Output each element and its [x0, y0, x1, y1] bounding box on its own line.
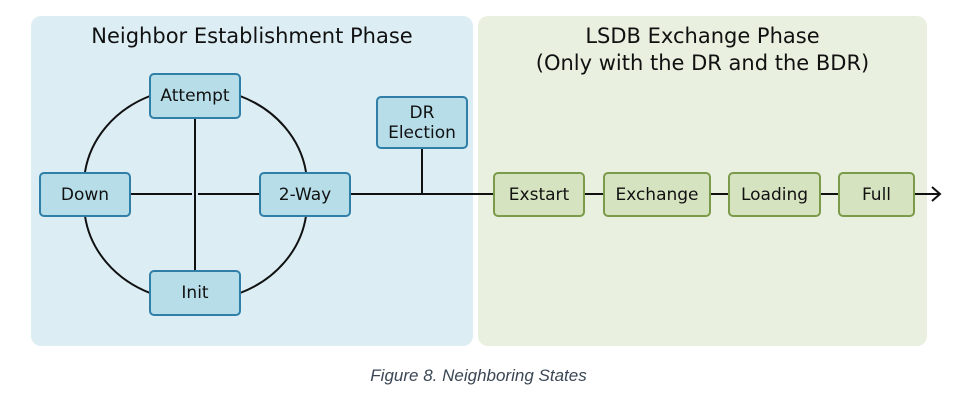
state-2-way-label: 2-Way: [278, 184, 332, 205]
state-init-label: Init: [181, 283, 209, 303]
state-down-label: Down: [60, 184, 110, 205]
dr-election-label-line2: Election: [388, 122, 456, 143]
state-init: Init: [149, 270, 241, 316]
figure-caption: Figure 8. Neighboring States: [370, 366, 587, 385]
state-down: Down: [39, 172, 131, 217]
arc-attempt-down: [84, 95, 151, 173]
arc-down-init: [84, 215, 151, 294]
arc-2way-init: [239, 215, 307, 294]
neighbor-phase-title: Neighbor Establishment Phase: [91, 24, 413, 48]
arc-attempt-2way: [239, 95, 307, 173]
arrow-head-icon: [931, 186, 942, 202]
state-full: Full: [838, 172, 915, 217]
state-dr-election: DR Election: [376, 96, 468, 149]
lsdb-phase-title: LSDB Exchange Phase: [585, 24, 820, 48]
state-exstart: Exstart: [493, 172, 585, 217]
state-attempt-label: Attempt: [160, 86, 230, 106]
state-exstart-label: Exstart: [508, 184, 570, 205]
state-exchange: Exchange: [603, 172, 711, 217]
dr-election-label-line1: DR: [409, 102, 435, 123]
state-exchange-label: Exchange: [615, 184, 699, 205]
state-loading-label: Loading: [740, 184, 809, 205]
state-loading: Loading: [728, 172, 821, 217]
state-full-label: Full: [861, 184, 892, 205]
lsdb-phase-subtitle: (Only with the DR and the BDR): [535, 51, 870, 75]
state-2-way: 2-Way: [259, 172, 351, 217]
state-attempt: Attempt: [149, 73, 241, 119]
